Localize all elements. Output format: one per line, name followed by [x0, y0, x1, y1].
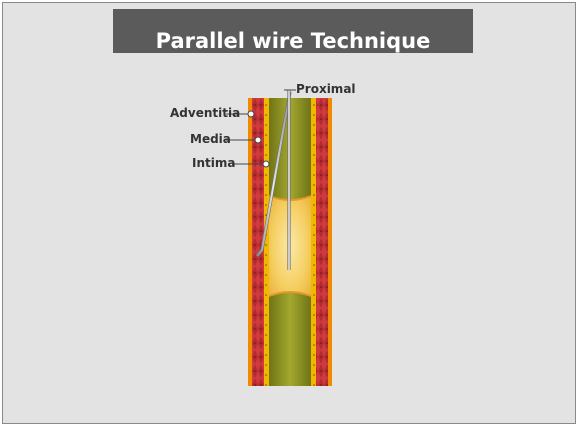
slide-title: Parallel wire Technique — [155, 29, 431, 53]
intima-label: Intima — [192, 156, 236, 170]
title-bar: Parallel wire Technique — [113, 9, 473, 53]
guide-wires — [255, 90, 292, 270]
adventitia-marker — [247, 110, 255, 118]
intima-layer-left — [264, 98, 269, 386]
media-marker — [254, 136, 262, 144]
intima-marker — [262, 160, 270, 168]
media-label: Media — [190, 132, 231, 146]
proximal-label: Proximal — [296, 82, 356, 96]
leader-lines — [226, 89, 296, 168]
media-layer-left — [252, 98, 264, 386]
media-layer-right — [316, 98, 328, 386]
adventitia-label: Adventitia — [170, 106, 241, 120]
intima-layer-right — [311, 98, 316, 386]
